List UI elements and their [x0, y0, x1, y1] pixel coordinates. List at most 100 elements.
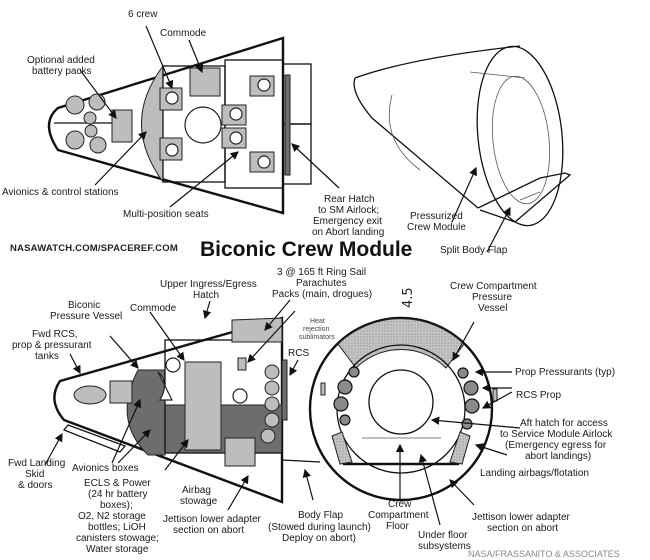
label-ecls-6: canisters stowage;: [76, 533, 159, 544]
airbag-stowage: [224, 437, 256, 467]
label-floor-3: Floor: [386, 521, 409, 532]
label-body-flap-2: (Stowed during launch): [268, 522, 371, 533]
label-jettison-side-2: section on abort: [173, 525, 244, 536]
label-battery-1: Optional added: [27, 55, 95, 66]
parachute-packs: [231, 317, 283, 343]
avionics-boxes: [126, 369, 166, 456]
label-vessel-1: Biconic: [68, 300, 100, 311]
label-rcs-prop: RCS Prop: [516, 390, 561, 401]
label-avionics-stations: Avionics & control stations: [2, 187, 119, 198]
label-ccpv-1: Crew Compartment: [450, 281, 537, 292]
label-heat-3: sublimators: [299, 334, 335, 341]
landing-airbag-left: [331, 431, 353, 465]
label-seats: Multi-position seats: [123, 209, 209, 220]
label-ecls-2: (24 hr battery: [88, 489, 147, 500]
split-body-flap: [477, 172, 572, 223]
label-floor-2: Compartment: [368, 510, 429, 521]
label-jettison-side-1: Jettison lower adapter: [163, 514, 262, 525]
end-section-view: Crew Compartment Pressure Vessel Prop Pr…: [308, 281, 615, 552]
label-fwd-rcs-1: Fwd RCS,: [32, 329, 78, 340]
side-prop-tanks: [260, 364, 280, 444]
crew-figure: [157, 371, 173, 401]
rcs-prop-tanks: [333, 366, 480, 430]
label-ecls-5: bottles; LiOH: [88, 522, 146, 533]
commode: [189, 67, 221, 97]
top-plan-view: 6 crew Commode Optional added battery pa…: [2, 9, 384, 238]
label-split-body-flap: Split Body Flap: [440, 245, 508, 256]
label-pressurized: Pressurized: [410, 211, 463, 222]
label-parachutes-3: Packs (main, drogues): [272, 289, 372, 300]
rcs-side: [281, 359, 288, 421]
label-heat-2: rejection: [303, 326, 330, 333]
label-hatch-2: Hatch: [193, 290, 219, 301]
label-airbag-2: stowage: [180, 496, 218, 507]
plan-hull-outline: [47, 36, 285, 215]
rcs-thruster-left: [320, 382, 326, 396]
label-ccpv-3: Vessel: [478, 303, 507, 314]
label-aft-hatch-1: Aft hatch for access: [520, 418, 608, 429]
label-skid-1: Fwd Landing: [8, 458, 65, 469]
handwritten-note: 4.5: [401, 287, 416, 308]
label-commode: Commode: [160, 28, 207, 39]
body-flap: [281, 459, 321, 463]
label-crew-module: Crew Module: [407, 222, 466, 233]
label-ecls-3: boxes);: [100, 500, 133, 511]
label-hatch-1: Upper Ingress/Egress: [160, 279, 257, 290]
heat-rejection: [237, 357, 247, 371]
label-under-floor-1: Under floor: [418, 530, 468, 541]
battery-pack: [89, 136, 107, 154]
label-fwd-rcs-2: prop & pressurant: [12, 340, 92, 351]
rcs-thruster-right: [492, 388, 498, 402]
label-rcs: RCS: [288, 348, 309, 359]
label-body-flap-3: Deploy on abort): [282, 533, 356, 544]
label-fwd-rcs-3: tanks: [35, 351, 59, 362]
ecls-power: [164, 404, 283, 454]
label-jettison-end-1: Jettison lower adapter: [472, 512, 571, 523]
label-under-floor-2: subsystems: [418, 541, 471, 552]
label-body-flap-1: Body Flap: [298, 510, 343, 521]
battery-pack: [84, 124, 98, 138]
battery-pack: [65, 130, 85, 150]
label-prop-pressurants: Prop Pressurants (typ): [515, 367, 615, 378]
fwd-landing-skid: [62, 424, 127, 453]
label-6-crew: 6 crew: [128, 9, 158, 20]
label-avionics-boxes: Avionics boxes: [72, 463, 139, 474]
diagram-title: Biconic Crew Module: [200, 238, 412, 261]
label-landing-airbags: Landing airbags/flotation: [480, 468, 589, 479]
label-parachutes-2: Parachutes: [296, 278, 347, 289]
label-floor-1: Crew: [388, 499, 412, 510]
crew-seats: [159, 75, 275, 173]
label-heat-1: Heat: [310, 318, 325, 325]
avionics-dome: [141, 64, 164, 184]
commode-side: [184, 361, 222, 451]
label-ecls-7: Water storage: [86, 544, 149, 555]
label-skid-2: Skid: [25, 469, 44, 480]
parachute-compartment: [337, 318, 465, 369]
cone-outline: [353, 45, 521, 209]
battery-pack: [88, 93, 106, 111]
label-jettison-end-2: section on abort: [487, 523, 558, 534]
label-rear-hatch-2: to SM Airlock;: [318, 205, 379, 216]
landing-airbag-right: [449, 431, 471, 465]
perspective-view: Pressurized Crew Module Split Body Flap: [353, 45, 572, 256]
image-credit: NASA/FRASSANITO & ASSOCIATES: [468, 549, 620, 559]
label-aft-hatch-4: abort landings): [525, 451, 591, 462]
label-ecls-1: ECLS & Power: [84, 478, 151, 489]
label-vessel-2: Pressure Vessel: [50, 311, 122, 322]
label-parachutes-1: 3 @ 165 ft Ring Sail: [277, 267, 366, 278]
website-credit: NASAWATCH.COM/SPACEREF.COM: [10, 243, 178, 254]
fwd-rcs-tanks: [73, 385, 107, 405]
rear-hatch: [284, 74, 291, 176]
label-rear-hatch-3: Emergency exit: [313, 216, 382, 227]
label-rear-hatch-1: Rear Hatch: [324, 194, 375, 205]
label-aft-hatch-2: to Service Module Airlock: [500, 429, 613, 440]
aft-hatch-circle: [368, 369, 434, 435]
battery-pack: [65, 95, 85, 115]
label-skid-3: & doors: [18, 480, 52, 491]
label-airbag-1: Airbag: [182, 485, 211, 496]
side-section-view: Upper Ingress/Egress Hatch Biconic Press…: [8, 267, 372, 555]
label-commode-side: Commode: [130, 303, 177, 314]
battery-module: [111, 109, 133, 143]
